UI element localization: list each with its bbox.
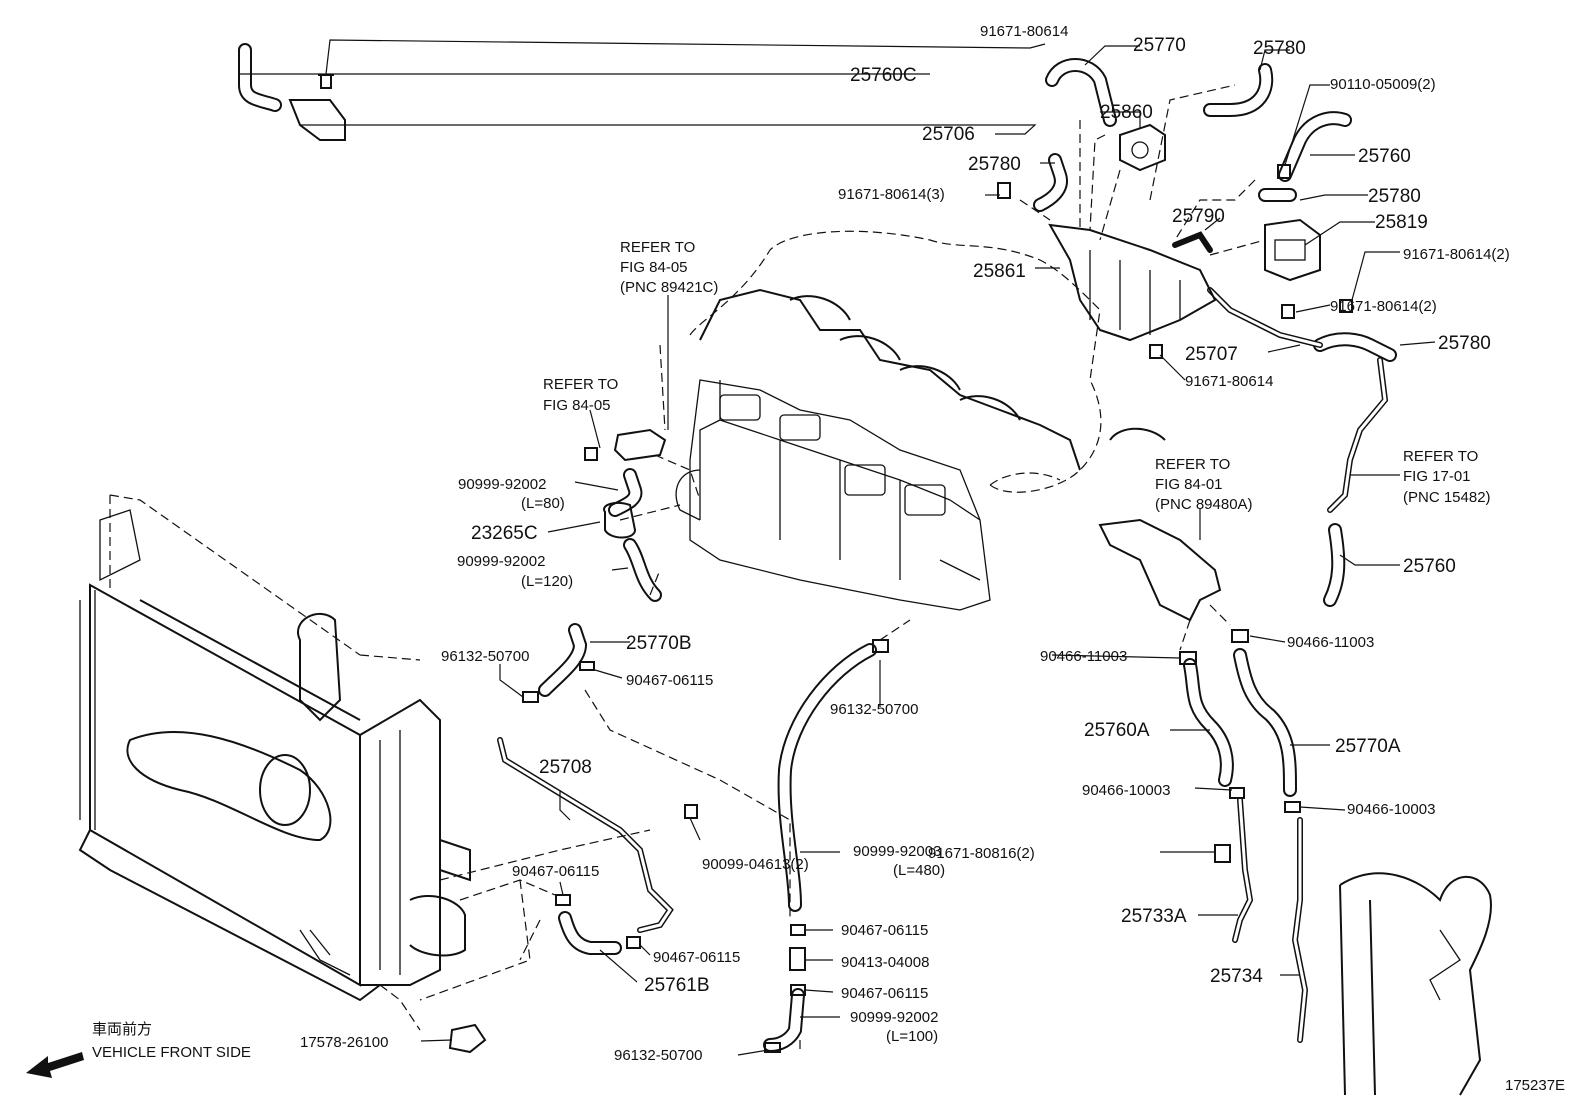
callout-90466-10003-right: 90466-10003 bbox=[1347, 801, 1435, 818]
ref-line: REFER TO bbox=[620, 239, 695, 256]
callout-90467-06115-e: 90467-06115 bbox=[841, 985, 928, 1002]
callout-91671-80614: 91671-80614 bbox=[980, 23, 1068, 40]
callout-25761B: 25761B bbox=[644, 975, 710, 996]
engine-intake-manifold bbox=[675, 230, 1166, 611]
callout-25780-mid: 25780 bbox=[968, 154, 1021, 175]
callout-90413-04008: 90413-04008 bbox=[841, 954, 929, 971]
callout-25708: 25708 bbox=[539, 757, 592, 778]
front-arrow-icon bbox=[26, 1052, 84, 1078]
callout-25780-lower: 25780 bbox=[1438, 333, 1491, 354]
callout-90467-06115-d: 90467-06115 bbox=[653, 949, 740, 966]
callout-25770A: 25770A bbox=[1335, 736, 1401, 757]
callout-l480: (L=480) bbox=[893, 862, 945, 879]
callout-90999-92002-l120: 90999-92002 bbox=[457, 553, 545, 570]
callout-96132-50700-c: 96132-50700 bbox=[614, 1047, 702, 1064]
callout-90467-06115-a: 90467-06115 bbox=[626, 672, 713, 689]
callout-91671-80614-2b: 91671-80614(2) bbox=[1330, 298, 1437, 315]
ref-line: FIG 84-05 bbox=[620, 259, 688, 276]
callout-17578-26100: 17578-26100 bbox=[300, 1034, 388, 1051]
callout-25706: 25706 bbox=[922, 124, 975, 145]
callout-23265C: 23265C bbox=[471, 523, 538, 544]
callout-25760A: 25760A bbox=[1084, 720, 1150, 741]
callout-90999-92002-l100: 90999-92002 bbox=[850, 1009, 938, 1026]
callout-25780-top: 25780 bbox=[1253, 38, 1306, 59]
callout-90999-92003: 90999-92003 bbox=[853, 843, 941, 860]
ref-line: FIG 84-01 bbox=[1155, 476, 1223, 493]
callout-96132-50700-a: 96132-50700 bbox=[441, 648, 529, 665]
callout-90467-06115-c: 90467-06115 bbox=[841, 922, 928, 939]
callout-96132-50700-b: 96132-50700 bbox=[830, 701, 918, 718]
reference-notes: REFER TO FIG 84-05 (PNC 89421C) REFER TO… bbox=[543, 239, 1491, 513]
fasteners bbox=[318, 74, 1353, 1053]
direction-label-en: VEHICLE FRONT SIDE bbox=[92, 1044, 251, 1061]
callout-25707: 25707 bbox=[1185, 344, 1238, 365]
vehicle-front-indicator: 車両前方 VEHICLE FRONT SIDE bbox=[26, 1021, 251, 1078]
ref-line: REFER TO bbox=[1403, 448, 1478, 465]
ref-line: (PNC 89421C) bbox=[620, 279, 718, 296]
callout-25861: 25861 bbox=[973, 261, 1026, 282]
ref-line: REFER TO bbox=[1155, 456, 1230, 473]
callout-91671-80614-3: 91671-80614(3) bbox=[838, 186, 945, 203]
connection-lines bbox=[419, 84, 1266, 1050]
callout-l80: (L=80) bbox=[521, 495, 565, 512]
callout-l100: (L=100) bbox=[886, 1028, 938, 1045]
callout-90467-06115-b: 90467-06115 bbox=[512, 863, 599, 880]
components bbox=[288, 99, 1492, 1096]
callout-25790: 25790 bbox=[1172, 206, 1225, 227]
callout-25780-right: 25780 bbox=[1368, 186, 1421, 207]
ref-line: (PNC 15482) bbox=[1403, 489, 1491, 506]
callout-25770B: 25770B bbox=[626, 633, 692, 654]
callout-l120: (L=120) bbox=[521, 573, 573, 590]
callout-90099-04613: 90099-04613(2) bbox=[702, 856, 809, 873]
callout-25819: 25819 bbox=[1375, 212, 1428, 233]
ref-line: REFER TO bbox=[543, 376, 618, 393]
callout-25760-lower: 25760 bbox=[1403, 556, 1456, 577]
callout-90466-11003-left: 90466-11003 bbox=[1040, 648, 1127, 665]
callout-91671-80614-2a: 91671-80614(2) bbox=[1403, 246, 1510, 263]
callout-25860: 25860 bbox=[1100, 102, 1153, 123]
callout-90466-10003-left: 90466-10003 bbox=[1082, 782, 1170, 799]
callout-90999-92002-l80: 90999-92002 bbox=[458, 476, 546, 493]
callout-90466-11003-right: 90466-11003 bbox=[1287, 634, 1374, 651]
callout-90110-05009: 90110-05009(2) bbox=[1330, 76, 1436, 93]
callout-25770: 25770 bbox=[1133, 35, 1186, 56]
ref-line: FIG 17-01 bbox=[1403, 468, 1471, 485]
ref-line: FIG 84-05 bbox=[543, 397, 611, 414]
callout-25733A: 25733A bbox=[1121, 906, 1187, 927]
figure-id: 175237E bbox=[1505, 1077, 1565, 1094]
part-labels: 25760C 91671-80614 25770 25780 90110-050… bbox=[300, 23, 1510, 1064]
leader-lines bbox=[240, 39, 1436, 1056]
callout-91671-80816: 91671-80816(2) bbox=[928, 845, 1035, 862]
callout-91671-80614-bottom: 91671-80614 bbox=[1185, 373, 1273, 390]
pipes bbox=[497, 231, 1389, 1043]
callout-25734: 25734 bbox=[1210, 966, 1263, 987]
callout-25760-upper: 25760 bbox=[1358, 146, 1411, 167]
direction-label-jp: 車両前方 bbox=[92, 1021, 152, 1038]
callout-25760C: 25760C bbox=[850, 65, 917, 86]
hoses bbox=[238, 43, 1397, 1052]
ref-line: (PNC 89480A) bbox=[1155, 496, 1253, 513]
radiator bbox=[78, 494, 471, 1031]
